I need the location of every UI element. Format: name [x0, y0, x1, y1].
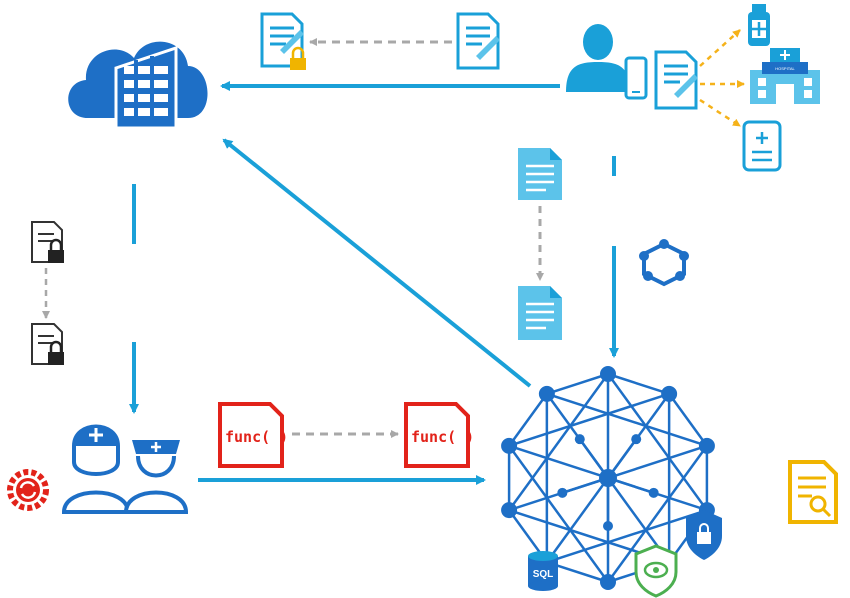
dashed-arrow-medicine	[699, 29, 741, 67]
locked-file-icon	[31, 221, 64, 263]
network-node	[557, 487, 568, 498]
user-icon	[566, 24, 630, 92]
medical-report-icon	[742, 120, 782, 172]
document-edit-icon	[456, 12, 500, 70]
network-edge	[668, 393, 708, 447]
doctor-icon	[61, 424, 131, 514]
network-edge	[546, 392, 708, 448]
sync-gear-icon	[7, 469, 49, 511]
network-edge	[508, 392, 670, 448]
node-ring-icon	[639, 239, 689, 287]
func-label-right: func( )	[411, 428, 474, 446]
locked-file-icon	[31, 323, 64, 365]
network-edge	[508, 445, 610, 583]
network-node	[661, 385, 678, 402]
document-lock-icon	[260, 12, 306, 70]
network-edge	[607, 372, 670, 396]
func-label-left: func( )	[225, 428, 288, 446]
nurse-icon	[123, 440, 189, 514]
network-node	[574, 434, 585, 445]
smartphone-icon	[624, 56, 648, 100]
hospital-icon: HOSPITAL	[750, 48, 820, 104]
network-node	[648, 487, 659, 498]
network-edge	[508, 393, 548, 447]
network-node	[501, 437, 518, 454]
network-node	[600, 366, 616, 382]
blockchain-network-icon	[501, 366, 715, 590]
network-edge	[606, 373, 708, 511]
function-icon: func( )	[404, 402, 474, 468]
shield-lock-icon	[686, 510, 722, 560]
network-edge	[546, 372, 609, 396]
function-icon: func( )	[218, 402, 288, 468]
search-document-icon	[788, 460, 838, 524]
network-node	[538, 385, 555, 402]
network-node	[599, 469, 617, 487]
document-icon	[518, 148, 562, 200]
cloud-server-icon	[68, 41, 208, 130]
sql-database-icon: SQL	[528, 551, 558, 591]
network-edge	[546, 508, 708, 564]
network-node	[603, 521, 613, 531]
network-node	[631, 434, 642, 445]
arrow-network-to-cloud	[222, 138, 532, 388]
document-icon	[518, 286, 562, 340]
sql-label: SQL	[533, 569, 554, 580]
network-node	[501, 502, 518, 519]
network-edge	[508, 373, 610, 511]
network-edge	[606, 445, 708, 583]
dashed-arrow-report	[699, 98, 741, 128]
medicine-bottle-icon	[748, 4, 770, 46]
network-node	[600, 574, 616, 590]
eye-shield-icon	[634, 544, 678, 598]
document-edit-icon	[654, 50, 698, 110]
hospital-sign: HOSPITAL	[775, 66, 795, 71]
network-node	[698, 437, 715, 454]
